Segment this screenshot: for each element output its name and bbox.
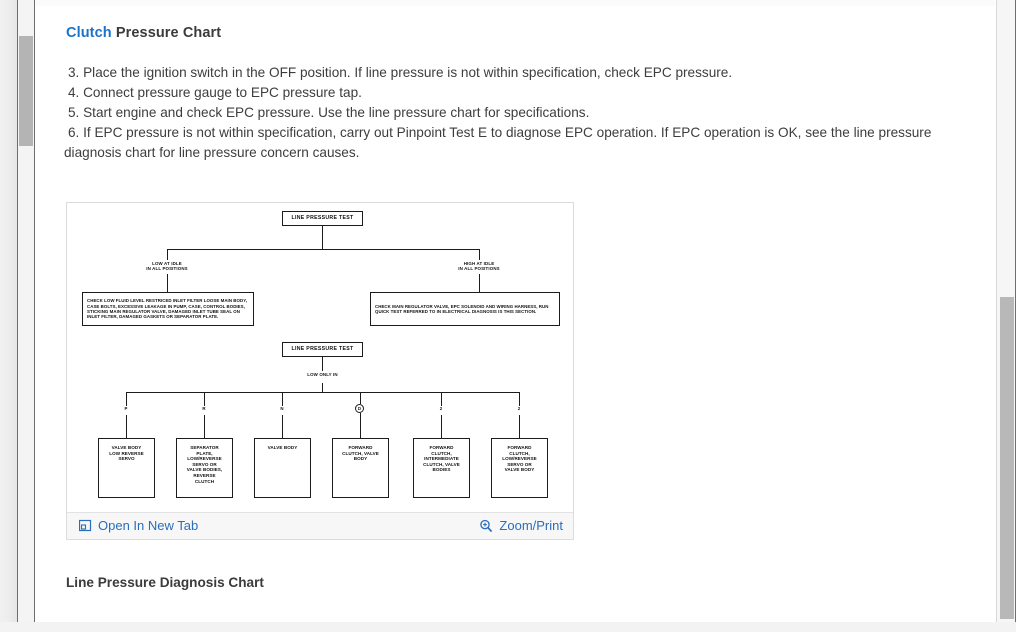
top-strip [35,0,995,6]
connector-line [167,249,479,250]
page-title-rest: Pressure Chart [111,25,222,41]
connector-line [204,415,205,438]
outer-vertical-scrollbar[interactable] [18,0,34,632]
procedure-steps: 3. Place the ignition switch in the OFF … [64,63,966,163]
diagram-leaf-box: VALVE BODY [254,438,311,498]
step-item: 4. Connect pressure gauge to EPC pressur… [64,83,966,103]
connector-line [441,392,442,406]
diagnosis-box-low-at-idle: CHECK LOW FLUID LEVEL RESTRICED INLET FI… [82,292,254,326]
step-text: 4. Connect pressure gauge to EPC pressur… [68,85,362,100]
connector-line [282,415,283,438]
gear-position-label: N [280,406,284,411]
figure-card: LINE PRESSURE TEST LOW AT IDLE IN ALL PO… [66,202,574,540]
diagram-leaf-box: VALVE BODY LOW REVERSE SERVO [98,438,155,498]
connector-line [441,415,442,438]
diagnosis-box-high-at-idle: CHECK MAIN REGULATOR VALVE, EPC SOLENOID… [370,292,560,326]
connector-line [167,249,168,260]
figure-toolbar: Open In New Tab Zoom/Print [67,512,573,539]
left-gutter [0,0,18,632]
outer-scrollbar-thumb[interactable] [19,36,33,146]
diagram-second-node: LINE PRESSURE TEST [282,342,363,357]
diagram-root-node: LINE PRESSURE TEST [282,211,363,226]
branch-label-right: HIGH AT IDLE IN ALL POSITIONS [458,261,500,272]
step-item: 5. Start engine and check EPC pressure. … [64,103,966,123]
page-scrollbar-thumb[interactable] [1000,297,1014,619]
page-vertical-scrollbar[interactable] [996,0,1016,632]
branch-label-left: LOW AT IDLE IN ALL POSITIONS [146,261,188,272]
bottom-strip [0,622,1016,632]
connector-line [204,392,205,406]
connector-line [167,274,168,292]
connector-line [126,415,127,438]
gear-position-label: R [202,406,206,411]
open-in-new-tab-button[interactable]: Open In New Tab [79,518,198,533]
connector-line [126,392,519,393]
connector-line [519,415,520,438]
connector-line [479,274,480,292]
left-divider [34,0,35,632]
connector-line [322,226,323,249]
zoom-print-label: Zoom/Print [499,518,563,533]
step-text: 5. Start engine and check EPC pressure. … [68,105,590,120]
diagram-leaf-box: SEPARATOR PLATE, LOW/REVERSE SERVO OR VA… [176,438,233,498]
diagram-leaf-box: FORWARD CLUTCH, LOW/REVERSE SERVO OR VAL… [491,438,548,498]
step-item: 3. Place the ignition switch in the OFF … [64,63,966,83]
connector-line [322,357,323,371]
page-title-keyword: Clutch [66,25,112,41]
magnifier-plus-icon [479,519,493,533]
diagram-leaf-box: FORWARD CLUTCH, VALVE BODY [332,438,389,498]
open-in-new-tab-label: Open In New Tab [98,518,199,533]
connector-line [360,413,361,438]
connector-line [126,392,127,406]
step-text: 3. Place the ignition switch in the OFF … [68,65,733,80]
gear-position-label: P [124,406,128,411]
diagram-leaf-box: FORWARD CLUTCH, INTERMEDIATE CLUTCH, VAL… [413,438,470,498]
connector-line [282,392,283,406]
connector-line [519,392,520,406]
connector-line [360,392,361,404]
zoom-print-button[interactable]: Zoom/Print [479,518,563,533]
gear-position-label: 2 [517,406,521,411]
step-text: 6. If EPC pressure is not within specifi… [64,125,932,160]
external-link-icon [79,519,92,532]
section-title: Line Pressure Diagnosis Chart [66,575,264,590]
gear-position-label-highlighted: D [355,404,364,413]
page-title: Clutch Pressure Chart [66,25,221,41]
gear-position-label: 2 [439,406,443,411]
document-page: Clutch Pressure Chart 3. Place the ignit… [35,6,995,626]
step-item: 6. If EPC pressure is not within specifi… [64,123,966,163]
connector-line [322,383,323,392]
connector-line [479,249,480,260]
second-subtitle: LOW ONLY IN [307,372,338,377]
line-pressure-diagram[interactable]: LINE PRESSURE TEST LOW AT IDLE IN ALL PO… [67,203,573,512]
